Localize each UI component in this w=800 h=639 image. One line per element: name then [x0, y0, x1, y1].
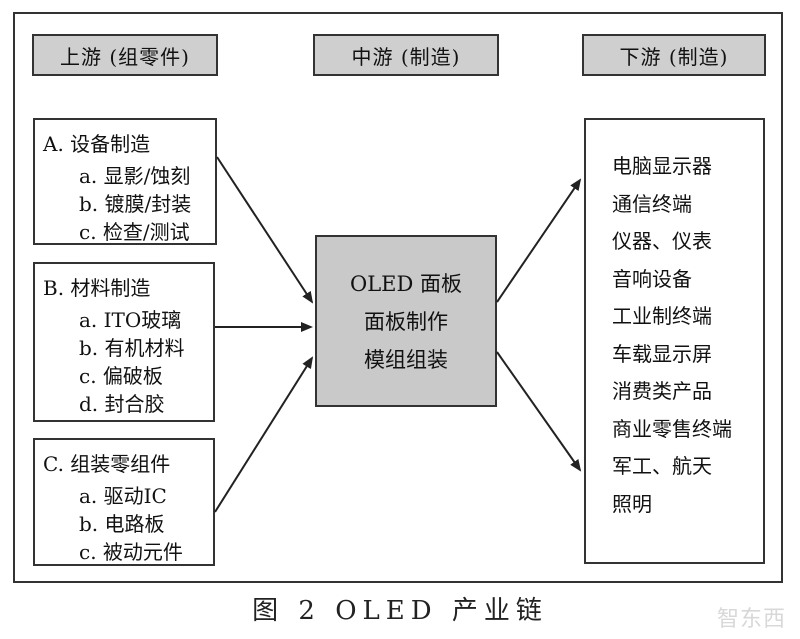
group-equipment-item: c. 检查/测试	[79, 220, 190, 244]
group-materials-item: b. 有机材料	[79, 336, 185, 360]
center-line: OLED 面板	[349, 272, 462, 296]
downstream-item: 照明	[612, 491, 652, 516]
downstream-item: 消费类产品	[612, 379, 712, 403]
group-components: C. 组装零组件 a. 驱动IC b. 电路板 c. 被动元件	[33, 438, 215, 566]
group-equipment-item: b. 镀膜/封装	[79, 192, 192, 216]
group-equipment-item: a. 显影/蚀刻	[79, 164, 191, 188]
downstream-item: 电脑显示器	[612, 154, 712, 178]
downstream-item: 通信终端	[612, 191, 692, 216]
center-line: 模组组装	[364, 348, 448, 372]
header-upstream-label: 上游 (组零件)	[60, 44, 190, 69]
header-upstream: 上游 (组零件)	[32, 34, 218, 76]
header-midstream-label: 中游 (制造)	[351, 44, 461, 69]
downstream-box: 电脑显示器 通信终端 仪器、仪表 音响设备 工业制终端 车载显示屏 消费类产品 …	[584, 118, 765, 564]
group-components-title: C. 组装零组件	[43, 452, 171, 476]
group-materials: B. 材料制造 a. ITO玻璃 b. 有机材料 c. 偏破板 d. 封合胶	[33, 262, 215, 422]
downstream-item: 仪器、仪表	[612, 229, 712, 253]
watermark-logo: 智东西	[716, 607, 786, 632]
header-downstream: 下游 (制造)	[582, 34, 766, 76]
downstream-item: 车载显示屏	[612, 341, 712, 366]
downstream-list: 电脑显示器 通信终端 仪器、仪表 音响设备 工业制终端 车载显示屏 消费类产品 …	[612, 148, 732, 523]
header-downstream-label: 下游 (制造)	[619, 44, 729, 69]
center-line: 面板制作	[364, 310, 448, 334]
group-materials-item: a. ITO玻璃	[79, 308, 182, 332]
group-components-item: a. 驱动IC	[79, 484, 167, 508]
arrow-panel-to-bottom	[496, 351, 582, 472]
group-equipment: A. 设备制造 a. 显影/蚀刻 b. 镀膜/封装 c. 检查/测试	[33, 118, 217, 245]
arrow-panel-to-top	[496, 178, 582, 303]
oled-panel-box: OLED 面板 面板制作 模组组装	[315, 235, 497, 407]
group-components-item: b. 电路板	[79, 512, 165, 536]
group-materials-item: c. 偏破板	[79, 364, 163, 388]
downstream-item: 军工、航天	[612, 454, 712, 478]
downstream-item: 商业零售终端	[612, 416, 732, 441]
group-materials-title: B. 材料制造	[43, 276, 151, 300]
arrow-equipment-to-panel	[216, 156, 314, 304]
downstream-item: 音响设备	[612, 266, 692, 291]
arrow-components-to-panel	[214, 356, 314, 513]
header-midstream: 中游 (制造)	[313, 34, 499, 76]
figure-caption: 图 2 OLED 产业链	[252, 596, 548, 626]
group-components-item: c. 被动元件	[79, 540, 183, 564]
downstream-item: 工业制终端	[612, 304, 712, 328]
group-equipment-title: A. 设备制造	[43, 132, 151, 156]
group-materials-item: d. 封合胶	[79, 392, 165, 416]
